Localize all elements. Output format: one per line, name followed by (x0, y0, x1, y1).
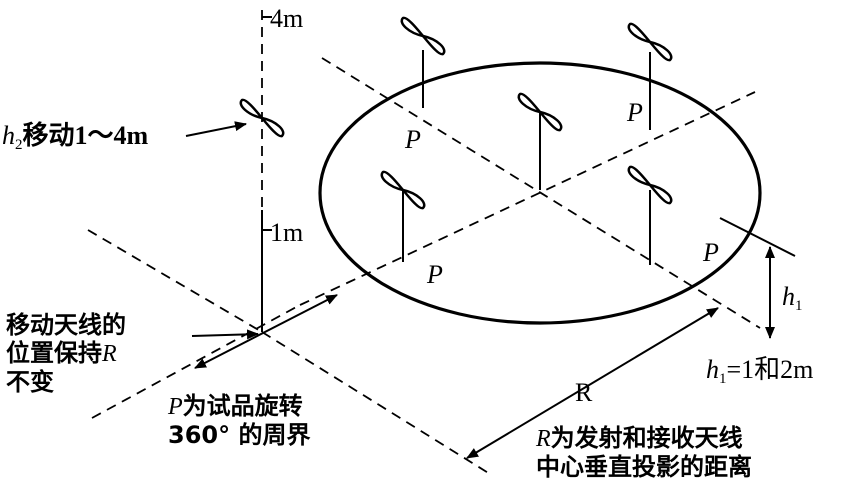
r-dimension-label: R (575, 378, 593, 407)
tick-label-1m: 1m (270, 218, 304, 247)
h1-value-var: h (706, 355, 719, 384)
h2-label: h2移动1～4m (2, 123, 148, 153)
left-note-line3: 不变 (6, 368, 54, 396)
p-mark-left: P (427, 260, 443, 289)
dashed-reference-lines (87, 10, 761, 475)
r-dimension-arrow (466, 307, 719, 459)
p-mark-top-right: P (627, 98, 643, 127)
test-antenna-stems (402, 50, 651, 265)
h1-value-label: h1=1和2m (706, 357, 813, 387)
p-mark-top-left: P (405, 125, 421, 154)
p-note-line2: 360° 的周界 (168, 421, 311, 449)
base-to-center-line (91, 304, 301, 419)
r-origin-line (261, 331, 491, 475)
r-note-var: R (536, 426, 551, 452)
p-mark-right: P (703, 238, 719, 267)
axis-cross-2 (299, 91, 756, 306)
left-note-line2: 位置保持R (6, 339, 126, 368)
h1-dim-sub: 1 (795, 298, 803, 314)
position-pointer-arrow (191, 329, 259, 340)
tick-label-4m: 4m (270, 4, 304, 33)
h1-value-sub: 1 (719, 371, 727, 387)
test-antenna-icon-top-left (400, 16, 446, 56)
r-note-line2: 中心垂直投影的距离 (536, 453, 752, 481)
h2-sub: 2 (15, 137, 23, 153)
left-note: 移动天线的 位置保持R 不变 (6, 311, 126, 396)
left-note-line2-prefix: 位置保持 (6, 339, 102, 367)
p-note-line1: P为试品旋转 (168, 392, 310, 421)
p-note-line1-rest: 为试品旋转 (182, 392, 303, 420)
r-note-line1: R为发射和接收天线 (536, 424, 752, 453)
mast-distance-arrow (194, 294, 338, 369)
h1-dim-var: h (782, 282, 795, 311)
p-note: P为试品旋转 360° 的周界 (168, 392, 310, 449)
h2-var: h (2, 121, 15, 150)
h1-dimension-label: h1 (782, 284, 803, 314)
p-note-var: P (168, 394, 183, 420)
axis-cross-1 (321, 57, 761, 329)
h2-pointer-arrow (185, 121, 247, 137)
h1-top-line (719, 217, 796, 257)
h2-text: 移动1～4m (22, 121, 149, 150)
left-note-line2-var: R (102, 341, 117, 367)
r-note: R为发射和接收天线 中心垂直投影的距离 (536, 424, 752, 481)
h1-value-text: =1和2m (726, 355, 814, 384)
r-note-line1-rest: 为发射和接收天线 (550, 424, 743, 452)
left-note-line1: 移动天线的 (6, 311, 126, 339)
